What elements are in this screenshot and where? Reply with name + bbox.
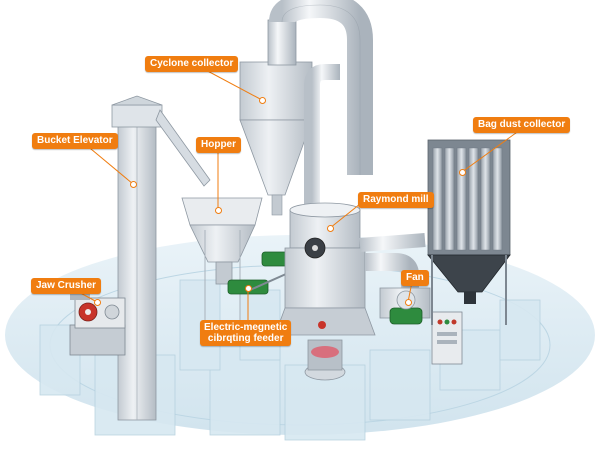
bag-dust-collector-label: Bag dust collector: [473, 117, 571, 133]
hopper: [181, 197, 263, 330]
feeder-marker: [245, 285, 252, 292]
control-cabinet: [431, 311, 463, 365]
hopper-label: Hopper: [196, 137, 241, 153]
feeder-label-line1: Electric-megnetic: [204, 322, 288, 333]
hopper-marker: [215, 207, 222, 214]
bag-filter-duct: [359, 233, 426, 252]
cyclone-collector-marker: [259, 97, 266, 104]
bucket-elevator-marker: [130, 181, 137, 188]
bucket-elevator-label: Bucket Elevator: [32, 133, 118, 149]
cyclone-collector-label: Cyclone collector: [145, 56, 239, 72]
cyclone-collector: [239, 0, 373, 216]
jaw-crusher-label: Jaw Crusher: [31, 278, 102, 294]
raymond-mill: [274, 202, 376, 381]
feeder-label: Electric-megnetic cibrqting feeder: [200, 320, 292, 346]
raymond-mill-marker: [327, 225, 334, 232]
bag-dust-collector-marker: [459, 169, 466, 176]
return-duct: [304, 64, 340, 215]
fan: [379, 287, 431, 325]
jaw-crusher-marker: [94, 299, 101, 306]
raymond-mill-label: Raymond mill: [358, 192, 434, 208]
fan-label: Fan: [401, 270, 429, 286]
bag-dust-collector: [427, 139, 511, 325]
bucket-elevator: [111, 95, 211, 421]
fan-marker: [405, 299, 412, 306]
feeder-label-line2: cibrqting feeder: [207, 333, 284, 344]
